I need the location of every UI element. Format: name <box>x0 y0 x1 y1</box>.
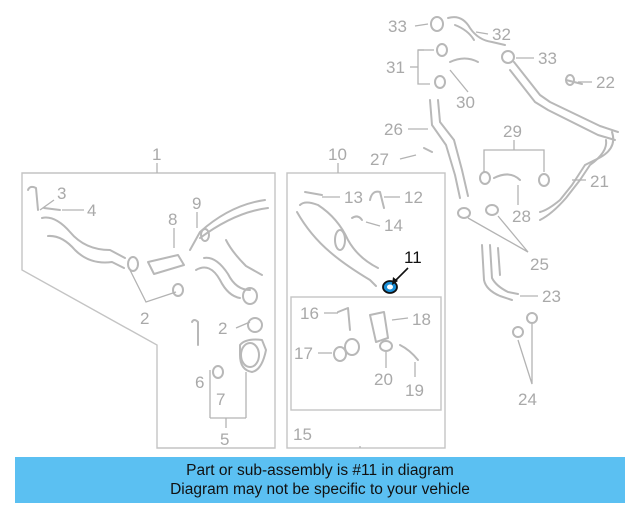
callout-26: 26 <box>384 120 403 139</box>
callout-16: 16 <box>300 304 319 323</box>
callout-5: 5 <box>220 430 229 449</box>
callout-13: 13 <box>344 188 363 207</box>
callout-31: 31 <box>386 58 405 77</box>
callout-18: 18 <box>412 310 431 329</box>
banner-line-1: Part or sub-assembly is #11 in diagram <box>186 462 454 479</box>
banner-line-2: Diagram may not be specific to your vehi… <box>170 481 470 498</box>
hose-assembly-center <box>296 190 419 362</box>
callout-19: 19 <box>405 381 424 400</box>
part-11-leader <box>393 267 409 283</box>
callout-20: 20 <box>374 370 393 389</box>
callout-22: 22 <box>596 73 615 92</box>
callout-23: 23 <box>542 287 561 306</box>
callout-25: 25 <box>530 255 549 274</box>
callout-27: 27 <box>370 150 389 169</box>
hose-assembly-right <box>423 16 619 338</box>
callout-8: 8 <box>168 210 177 229</box>
callout-28: 28 <box>512 207 531 226</box>
callout-33a: 33 <box>388 17 407 36</box>
callout-11: 11 <box>404 248 422 267</box>
callout-14: 14 <box>384 216 403 235</box>
callout-29: 29 <box>503 122 522 141</box>
group-15-frame <box>290 296 442 411</box>
callout-10: 10 <box>328 145 347 164</box>
callout-2b: 2 <box>218 319 227 338</box>
callout-33b: 33 <box>538 49 557 68</box>
group-10-frame <box>286 163 446 449</box>
leader-lines <box>39 23 592 448</box>
part-11-leader-arrow <box>392 277 398 285</box>
callout-32: 32 <box>492 25 511 44</box>
callout-labels: 1 2 2 3 4 5 6 7 8 9 10 11 12 13 14 15 16… <box>57 17 615 449</box>
hose-assembly-left <box>27 185 269 379</box>
callout-4: 4 <box>87 201 96 220</box>
callout-12: 12 <box>404 188 423 207</box>
callout-21: 21 <box>590 172 609 191</box>
callout-24: 24 <box>518 390 537 409</box>
callout-2a: 2 <box>140 309 149 328</box>
callout-7: 7 <box>216 390 225 409</box>
callout-15: 15 <box>293 425 312 444</box>
callout-30: 30 <box>456 93 475 112</box>
group-1-frame <box>21 163 276 449</box>
callout-1: 1 <box>152 145 161 164</box>
info-banner: Part or sub-assembly is #11 in diagram D… <box>15 457 625 503</box>
callout-9: 9 <box>192 194 201 213</box>
callout-3: 3 <box>57 184 66 203</box>
callout-6: 6 <box>195 373 204 392</box>
callout-17: 17 <box>294 344 313 363</box>
